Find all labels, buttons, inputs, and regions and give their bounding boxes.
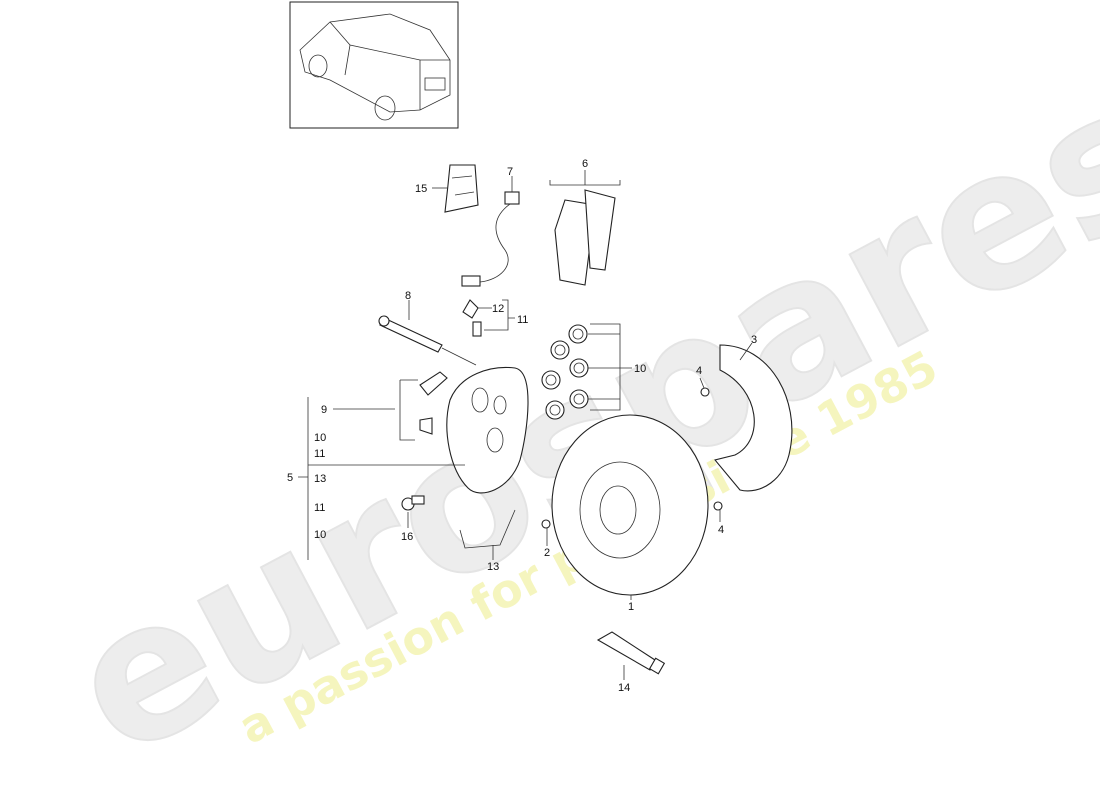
part-14-grease-tube[interactable]: [596, 631, 666, 675]
callouts: 15 7 6 8 12 11 10 3 4 9 10 11 5 13 11 10…: [287, 158, 757, 694]
callout-13: 13: [314, 473, 326, 485]
callout-9: 9: [321, 404, 327, 416]
part-11-bleeder[interactable]: [472, 321, 482, 337]
callout-11: 11: [314, 502, 325, 514]
watermark-brand: eurospares: [37, 41, 1100, 800]
car-suv-icon: [299, 13, 451, 121]
callout-10: 10: [314, 529, 326, 541]
callout-13: 13: [487, 561, 499, 573]
part-1-brake-disc[interactable]: [551, 414, 709, 596]
callout-7: 7: [507, 166, 513, 178]
vehicle-thumbnail[interactable]: [289, 1, 459, 129]
callout-8: 8: [405, 290, 411, 302]
callout-2: 2: [544, 547, 550, 559]
callout-12: 12: [492, 303, 504, 315]
part-4-bolt[interactable]: [700, 387, 723, 511]
part-2-screw[interactable]: [541, 519, 551, 529]
part-6-brake-pads[interactable]: [554, 189, 616, 286]
callout-10: 10: [634, 363, 646, 375]
callout-16: 16: [401, 531, 413, 543]
callout-14: 14: [618, 682, 630, 694]
callout-6: 6: [582, 158, 588, 170]
part-12-cap[interactable]: [462, 299, 479, 319]
part-15-bracket[interactable]: [444, 164, 479, 213]
callout-4: 4: [718, 524, 724, 536]
part-3-dust-shield[interactable]: [714, 344, 793, 492]
part-9-clips[interactable]: [419, 371, 448, 435]
part-13-brake-line[interactable]: [459, 509, 516, 549]
callout-11: 11: [517, 314, 528, 326]
callout-3: 3: [751, 334, 757, 346]
part-8-bolt[interactable]: [378, 315, 443, 353]
callout-1: 1: [628, 601, 634, 613]
watermark-logo: eurospares a passion for parts since 198…: [36, 40, 1100, 800]
part-5-caliper[interactable]: [446, 366, 529, 494]
callout-11: 11: [314, 448, 325, 460]
callout-15: 15: [415, 183, 427, 195]
callout-4: 4: [696, 365, 702, 377]
callout-5: 5: [287, 472, 293, 484]
callout-10: 10: [314, 432, 326, 444]
leader-lines: [298, 170, 753, 680]
part-16-banjo-bolt[interactable]: [401, 495, 425, 511]
